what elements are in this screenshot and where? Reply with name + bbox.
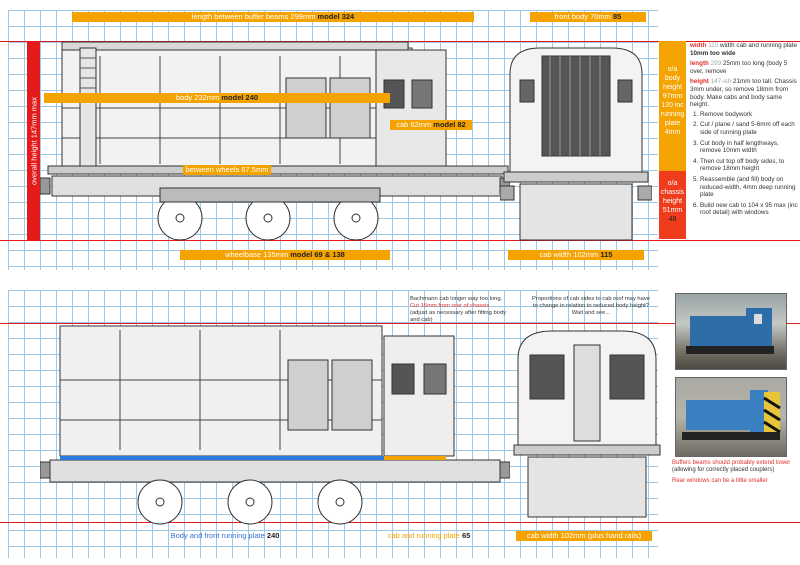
height-note: height 147-ish 21mm too tall. Chassis 3m… — [690, 78, 797, 109]
cab-length-note: Bachmann cab longer way too long. Cut 16… — [410, 296, 507, 323]
loco-photo-2 — [675, 377, 787, 457]
top-loco-front-drawing — [500, 47, 652, 241]
proportions-note: Proportions of cab sides to cab roof may… — [532, 296, 650, 316]
step-item: Cut / plane / sand 5-6mm off each side o… — [700, 121, 798, 136]
notes-panel: width 115 width cab and running plate 10… — [690, 42, 798, 220]
body-label: body 232mm model 240 — [44, 93, 390, 103]
width-note: width 115 width cab and running plate 10… — [690, 42, 798, 57]
top-loco-side-drawing — [40, 41, 510, 241]
bottom-top-reference-line — [0, 323, 800, 324]
body-running-plate-label: Body and front running plate 240 — [170, 531, 280, 540]
step-item: Then cut top off body sides, to remove 1… — [700, 158, 798, 173]
steps-list: Remove bodywork Cut / plane / sand 5-6mm… — [690, 111, 798, 217]
bottom-base-reference-line — [0, 522, 800, 523]
cab-width-rails-label: cab width 102mm (plus hand rails) — [516, 531, 652, 541]
bottom-loco-side-drawing — [40, 325, 510, 525]
step-item: Remove bodywork — [700, 111, 798, 119]
length-note: length 299 25mm too long (body 5 over, r… — [690, 60, 788, 75]
between-wheels-label: between wheels 67.5mm — [183, 165, 271, 175]
length-label: length between buffer beams 299mm model … — [72, 12, 474, 22]
step-item: Build new cab to 104 x 95 max (inc roof … — [700, 202, 798, 217]
cab-running-plate-label: cab and running plate 65 — [387, 531, 471, 540]
base-reference-line — [0, 240, 800, 241]
cab-width-label: cab width 102mm 115 — [508, 250, 644, 260]
loco-photo-1 — [675, 293, 787, 370]
cab-label: cab 62mm model 82 — [390, 120, 472, 130]
bottom-loco-front-drawing — [513, 330, 661, 518]
step-item: Reassemble (and fill) body on reduced-wi… — [700, 176, 798, 199]
body-running-plate-line — [60, 456, 384, 460]
overall-height-bar: overall height 147mm max — [27, 41, 40, 241]
photo-captions: Buffers beams should probably extend low… — [672, 460, 791, 484]
step-item: Cut body in half lengthways, remove 10mm… — [700, 140, 798, 155]
cab-running-plate-line — [384, 456, 446, 460]
wheelbase-label: wheelbase 135mm model 69 & 138 — [180, 250, 390, 260]
front-body-label: front body 70mm 85 — [530, 12, 646, 22]
